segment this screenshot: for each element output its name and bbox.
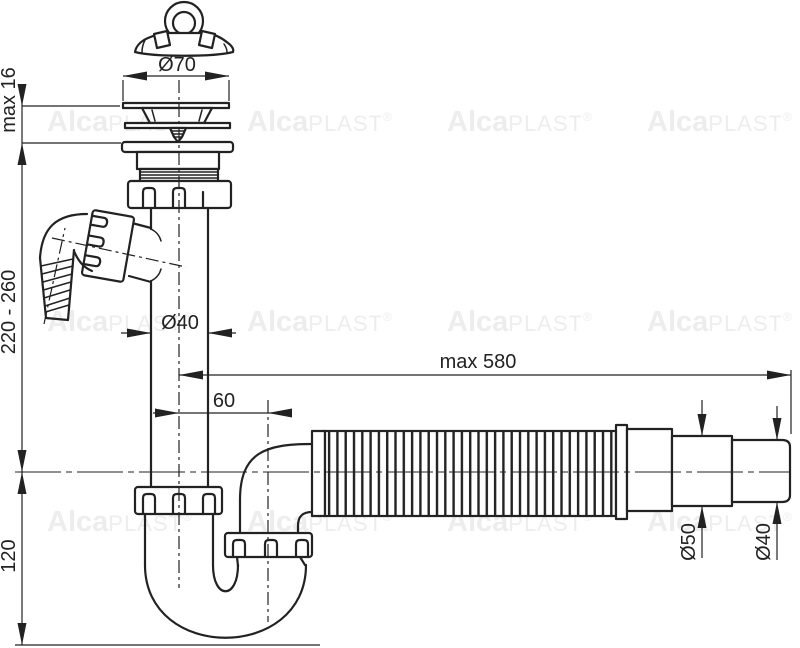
trap-bend-outer: [143, 563, 308, 639]
dim-outlet-offset: 60: [153, 390, 292, 418]
dim-label: 120: [0, 539, 20, 572]
dim-label: 60: [213, 390, 235, 412]
ring-foot: [152, 29, 172, 50]
inlet-nut: [80, 209, 136, 283]
dim-label: Ø50: [678, 523, 700, 561]
svg-text:AlcaPLAST®: AlcaPLAST®: [447, 106, 592, 138]
ring-foot: [197, 29, 217, 50]
outlet-adapter-40: [730, 438, 792, 504]
dim-drain-diameter: Ø70: [122, 54, 230, 101]
p-trap: [133, 442, 314, 639]
dim-outlet-50: Ø50: [678, 400, 707, 561]
hose-sleeve: [625, 427, 674, 513]
dim-label: max 580: [440, 351, 517, 373]
appliance-inlet: [38, 209, 187, 325]
svg-text:AlcaPLAST®: AlcaPLAST®: [47, 306, 192, 338]
flexible-hose: [310, 423, 792, 521]
drain-plug: [133, 0, 235, 57]
inlet-axis-line: [51, 237, 187, 268]
trap-inlet-tube: [143, 512, 215, 567]
sink-strainer: [120, 101, 235, 210]
dim-outlet-40: Ø40: [753, 406, 782, 561]
dim-hose-length: max 580: [179, 351, 792, 434]
inlet-elbow: [38, 212, 89, 260]
svg-text:AlcaPLAST®: AlcaPLAST®: [447, 306, 592, 338]
dim-label: 220 - 260: [0, 270, 20, 355]
dim-left-column: max 16 220 - 260 120: [0, 67, 320, 646]
svg-text:AlcaPLAST®: AlcaPLAST®: [647, 106, 792, 138]
dim-label: Ø40: [753, 523, 775, 561]
center-screw: [168, 126, 188, 144]
vertical-pipe: [149, 206, 210, 489]
barb-axis-line: [43, 227, 66, 325]
dim-label: max 16: [0, 67, 20, 133]
hose-end-cap: [310, 429, 327, 518]
hose-barb: [38, 248, 76, 322]
dim-label: Ø40: [161, 312, 199, 334]
svg-text:AlcaPLAST®: AlcaPLAST®: [647, 306, 792, 338]
svg-text:AlcaPLAST®: AlcaPLAST®: [247, 106, 392, 138]
hose-corrugation: [323, 429, 618, 518]
outlet-elbow: [238, 442, 314, 535]
dim-pipe-diameter: Ø40: [121, 312, 236, 338]
svg-text:AlcaPLAST®: AlcaPLAST®: [247, 306, 392, 338]
plug-body: [133, 31, 235, 57]
outlet-adapter-50: [670, 434, 734, 508]
trap-bend-inner: [211, 563, 240, 593]
flange-ring: [120, 140, 235, 154]
dim-label: Ø70: [158, 54, 196, 76]
strainer-body: [135, 150, 221, 171]
